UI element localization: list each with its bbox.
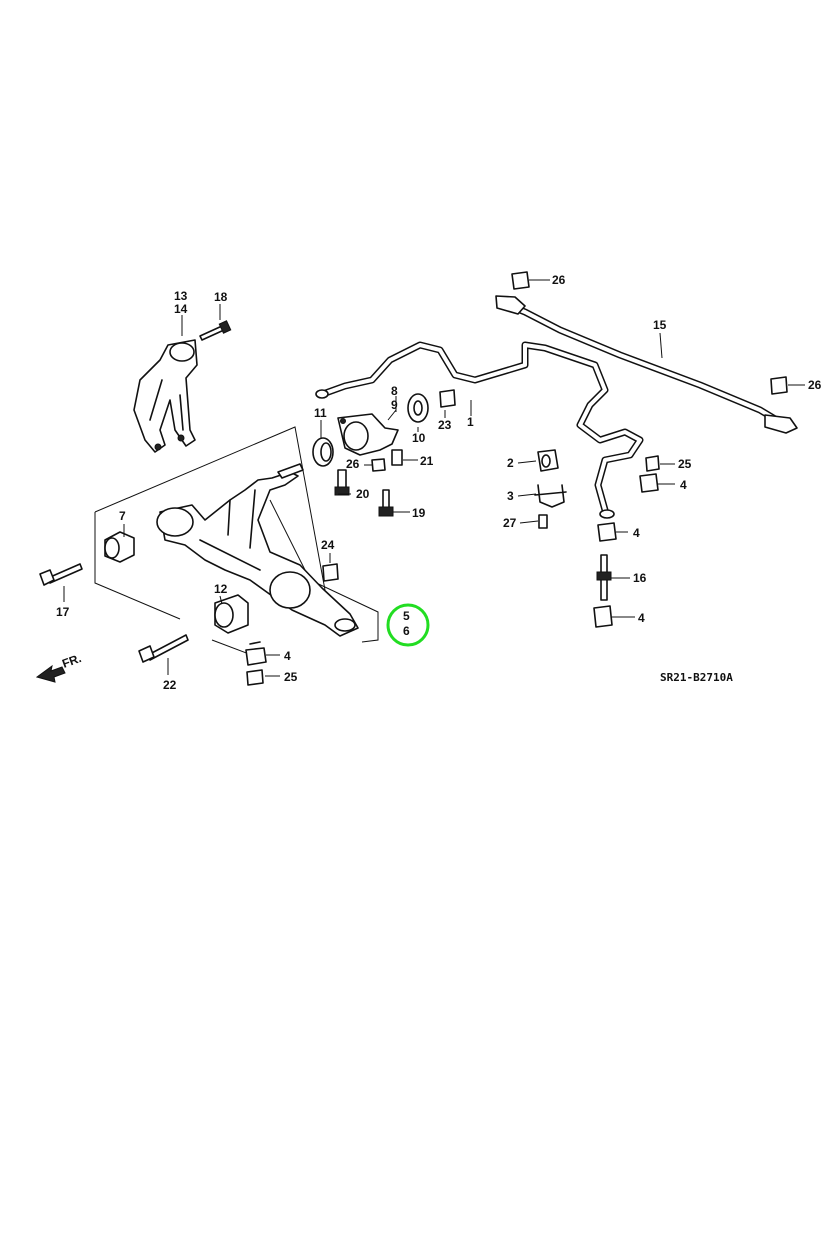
nut-26-bracket[interactable] <box>371 458 386 472</box>
label-24[interactable]: 24 <box>321 538 335 552</box>
label-10[interactable]: 10 <box>412 431 426 445</box>
nut-26-top[interactable] <box>511 271 530 290</box>
label-14[interactable]: 14 <box>174 302 188 316</box>
lower-control-arm[interactable] <box>156 463 359 637</box>
nut-4-mid[interactable] <box>597 522 617 542</box>
label-25-right[interactable]: 25 <box>678 457 692 471</box>
label-15[interactable]: 15 <box>653 318 667 332</box>
radius-rod[interactable] <box>495 295 798 434</box>
label-27[interactable]: 27 <box>503 516 517 530</box>
label-19[interactable]: 19 <box>412 506 426 520</box>
leader-lines <box>63 279 805 677</box>
label-13[interactable]: 13 <box>174 289 188 303</box>
label-3[interactable]: 3 <box>507 489 514 503</box>
bushing-12[interactable] <box>214 594 249 634</box>
label-22[interactable]: 22 <box>163 678 177 692</box>
label-17[interactable]: 17 <box>56 605 70 619</box>
label-4-mid[interactable]: 4 <box>633 526 640 540</box>
bolt-19[interactable] <box>378 489 394 517</box>
label-4-link[interactable]: 4 <box>638 611 645 625</box>
bolt-27[interactable] <box>538 514 548 529</box>
washer-10[interactable] <box>407 393 429 423</box>
stabilizer-bar[interactable] <box>315 341 644 519</box>
nut-25-lower[interactable] <box>246 669 264 686</box>
label-4-upper[interactable]: 4 <box>680 478 687 492</box>
bolt-17[interactable] <box>39 563 83 586</box>
label-26-bracket[interactable]: 26 <box>346 457 360 471</box>
label-6[interactable]: 6 <box>403 624 410 638</box>
stabilizer-bushing-2[interactable] <box>537 449 559 472</box>
lower-arm-assembly-box <box>94 426 379 661</box>
label-20[interactable]: 20 <box>356 487 370 501</box>
bolt-18[interactable] <box>199 320 232 341</box>
nut-4-lower-link[interactable] <box>593 605 613 628</box>
nut-25-right[interactable] <box>645 455 660 472</box>
label-1[interactable]: 1 <box>467 415 474 429</box>
stabilizer-link[interactable] <box>596 554 612 601</box>
bushing-7[interactable] <box>104 531 135 563</box>
label-18[interactable]: 18 <box>214 290 228 304</box>
label-7[interactable]: 7 <box>119 509 126 523</box>
label-12[interactable]: 12 <box>214 582 228 596</box>
nut-4-lower[interactable] <box>245 641 267 666</box>
knuckle-bracket[interactable] <box>133 339 198 453</box>
bushing-11[interactable] <box>312 437 334 467</box>
nut-23[interactable] <box>439 389 456 408</box>
label-2[interactable]: 2 <box>507 456 514 470</box>
label-5[interactable]: 5 <box>403 609 410 623</box>
bolt-20[interactable] <box>334 469 350 496</box>
label-9[interactable]: 9 <box>391 398 398 412</box>
label-4-lower[interactable]: 4 <box>284 649 291 663</box>
label-26-right[interactable]: 26 <box>808 378 822 392</box>
label-11[interactable]: 11 <box>314 406 327 420</box>
nut-26-right[interactable] <box>770 376 788 395</box>
front-arrow-icon: FR. <box>35 651 83 683</box>
label-8[interactable]: 8 <box>391 384 398 398</box>
part-labels: 13 14 18 7 17 12 22 4 25 24 5 6 11 8 9 1… <box>56 273 822 692</box>
bolt-22[interactable] <box>138 634 189 663</box>
label-16[interactable]: 16 <box>633 571 647 585</box>
nut-24[interactable] <box>322 563 339 582</box>
nut-4-upper[interactable] <box>639 473 659 493</box>
front-label: FR. <box>60 651 83 671</box>
label-25-lower[interactable]: 25 <box>284 670 298 684</box>
diagram-code: SR21-B2710A <box>660 671 733 684</box>
compliance-bracket[interactable] <box>337 413 399 456</box>
label-23[interactable]: 23 <box>438 418 452 432</box>
bolt-21[interactable] <box>391 449 403 466</box>
label-21[interactable]: 21 <box>420 454 434 468</box>
highlight-circle <box>386 603 430 647</box>
label-26-top[interactable]: 26 <box>552 273 566 287</box>
stabilizer-holder-3[interactable] <box>534 484 567 508</box>
